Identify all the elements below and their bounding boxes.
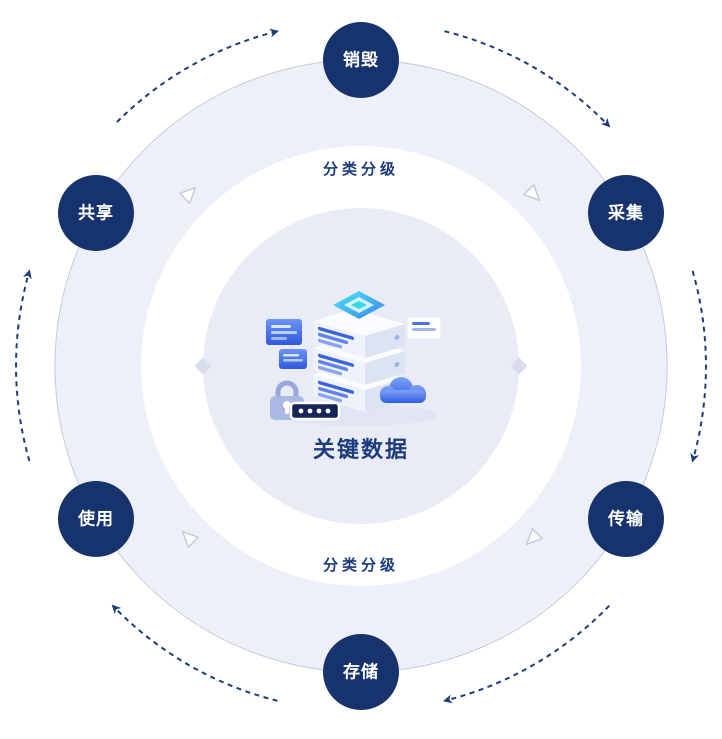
- ring-label-top: 分类分级: [323, 160, 399, 178]
- band-triangle-bottom-right: [525, 528, 543, 546]
- node-destroy-circle: [323, 22, 399, 98]
- cyan-cube-icon: [333, 291, 385, 319]
- node-transmit: 传输: [588, 481, 664, 557]
- node-collect-label: 采集: [607, 203, 644, 223]
- cloud-icon: [380, 377, 426, 403]
- password-field-icon: [289, 401, 341, 421]
- band-direction-markers: [179, 184, 543, 548]
- band-triangle-top-right: [523, 184, 541, 202]
- node-store-label: 存储: [343, 662, 379, 682]
- node-store-circle: [323, 634, 399, 710]
- flow-arc-collect-to-transmit: [690, 270, 707, 463]
- node-transmit-label: 传输: [607, 509, 644, 529]
- center-illustration: [266, 291, 442, 426]
- node-use-circle: [58, 481, 134, 557]
- server-box-top: [313, 309, 405, 358]
- node-use-label: 使用: [77, 509, 114, 529]
- node-share-circle: [58, 175, 134, 251]
- flow-arc-store-to-use: [111, 604, 278, 702]
- node-store: 存储: [323, 634, 399, 710]
- node-share-label: 共享: [78, 203, 114, 223]
- node-destroy: 销毁: [323, 22, 399, 98]
- node-collect: 采集: [588, 175, 664, 251]
- flow-arc-destroy-to-collect: [444, 30, 611, 128]
- ring-label-bottom: 分类分级: [323, 556, 399, 574]
- screen-card-icon: [266, 319, 302, 345]
- flow-arc-share-to-destroy: [116, 28, 279, 123]
- band-triangle-bottom-left: [181, 530, 199, 548]
- edge-diamond-right: [510, 357, 528, 375]
- flow-arc-use-to-share: [15, 269, 32, 462]
- node-transmit-circle: [588, 481, 664, 557]
- lock-icon: [270, 380, 341, 421]
- node-use: 使用: [58, 481, 134, 557]
- node-share: 共享: [58, 175, 134, 251]
- node-destroy-label: 销毁: [343, 50, 379, 70]
- band-triangle-top-left: [179, 186, 197, 204]
- document-card-icon: [406, 316, 442, 340]
- center-label: 关键数据: [313, 437, 409, 462]
- screen-card-small-icon: [279, 349, 307, 369]
- flow-arc-transmit-to-store: [443, 605, 610, 704]
- flow-arrows: [15, 28, 707, 704]
- node-collect-circle: [588, 175, 664, 251]
